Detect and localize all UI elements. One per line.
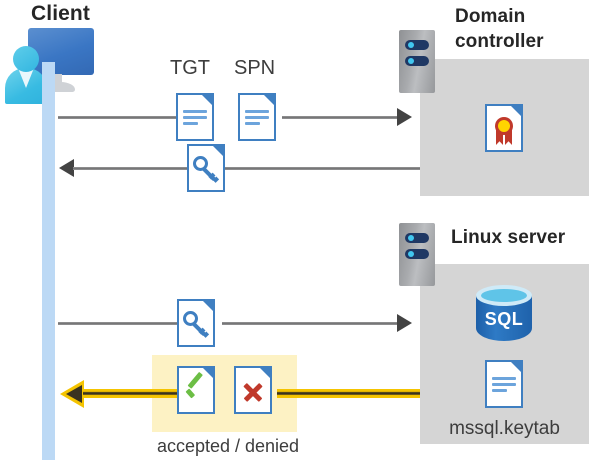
key-icon bbox=[193, 156, 219, 183]
flow-ticket-line-right bbox=[225, 167, 420, 170]
tgt-label: TGT bbox=[170, 57, 210, 79]
domain-controller-title: Domain controller bbox=[455, 6, 544, 52]
flow-request-line-right bbox=[282, 116, 397, 119]
denied-document-icon bbox=[234, 366, 272, 414]
flow-result-arrowhead bbox=[60, 380, 84, 408]
key-icon bbox=[183, 311, 209, 338]
spn-document-icon bbox=[238, 93, 276, 141]
service-key-document-icon bbox=[177, 299, 215, 347]
flow-result-line-right bbox=[277, 389, 420, 398]
flow-service-line-right bbox=[222, 322, 397, 325]
monitor-neck-icon bbox=[53, 74, 62, 86]
spn-label: SPN bbox=[234, 57, 276, 79]
ticket-key-document-icon bbox=[187, 144, 225, 192]
flow-service-line-left bbox=[58, 322, 187, 325]
flow-request-arrowhead bbox=[397, 108, 412, 126]
client-title: Client bbox=[31, 2, 90, 25]
certificate-seal-icon bbox=[493, 117, 515, 145]
server-bay-icon bbox=[405, 40, 429, 50]
tgt-document-icon bbox=[176, 93, 214, 141]
server-bay-icon bbox=[405, 249, 429, 259]
flow-request-line-left bbox=[58, 116, 176, 119]
server-bay-icon bbox=[405, 233, 429, 243]
monitor-base-icon bbox=[41, 82, 75, 92]
flow-service-arrowhead bbox=[397, 314, 412, 332]
client-workstation-icon bbox=[5, 28, 100, 104]
flow-ticket-arrowhead bbox=[59, 159, 74, 177]
sql-database-icon: SQL bbox=[473, 285, 535, 351]
flow-result-line-left bbox=[83, 389, 177, 398]
server-bay-icon bbox=[405, 56, 429, 66]
linux-server-title: Linux server bbox=[451, 227, 566, 248]
sql-database-label: SQL bbox=[484, 309, 524, 329]
check-icon bbox=[185, 382, 207, 402]
x-icon bbox=[243, 382, 263, 402]
result-caption: accepted / denied bbox=[156, 436, 300, 456]
certificate-document-icon bbox=[485, 104, 523, 152]
client-lifeline bbox=[42, 62, 55, 460]
accepted-document-icon bbox=[177, 366, 215, 414]
monitor-screen-icon bbox=[28, 28, 94, 75]
flow-ticket-line-left bbox=[73, 167, 187, 170]
person-head-icon bbox=[13, 46, 39, 72]
keytab-filename-label: mssql.keytab bbox=[449, 418, 560, 439]
domain-controller-server-icon bbox=[399, 30, 435, 93]
keytab-document-icon bbox=[485, 360, 523, 408]
linux-server-icon bbox=[399, 223, 435, 286]
